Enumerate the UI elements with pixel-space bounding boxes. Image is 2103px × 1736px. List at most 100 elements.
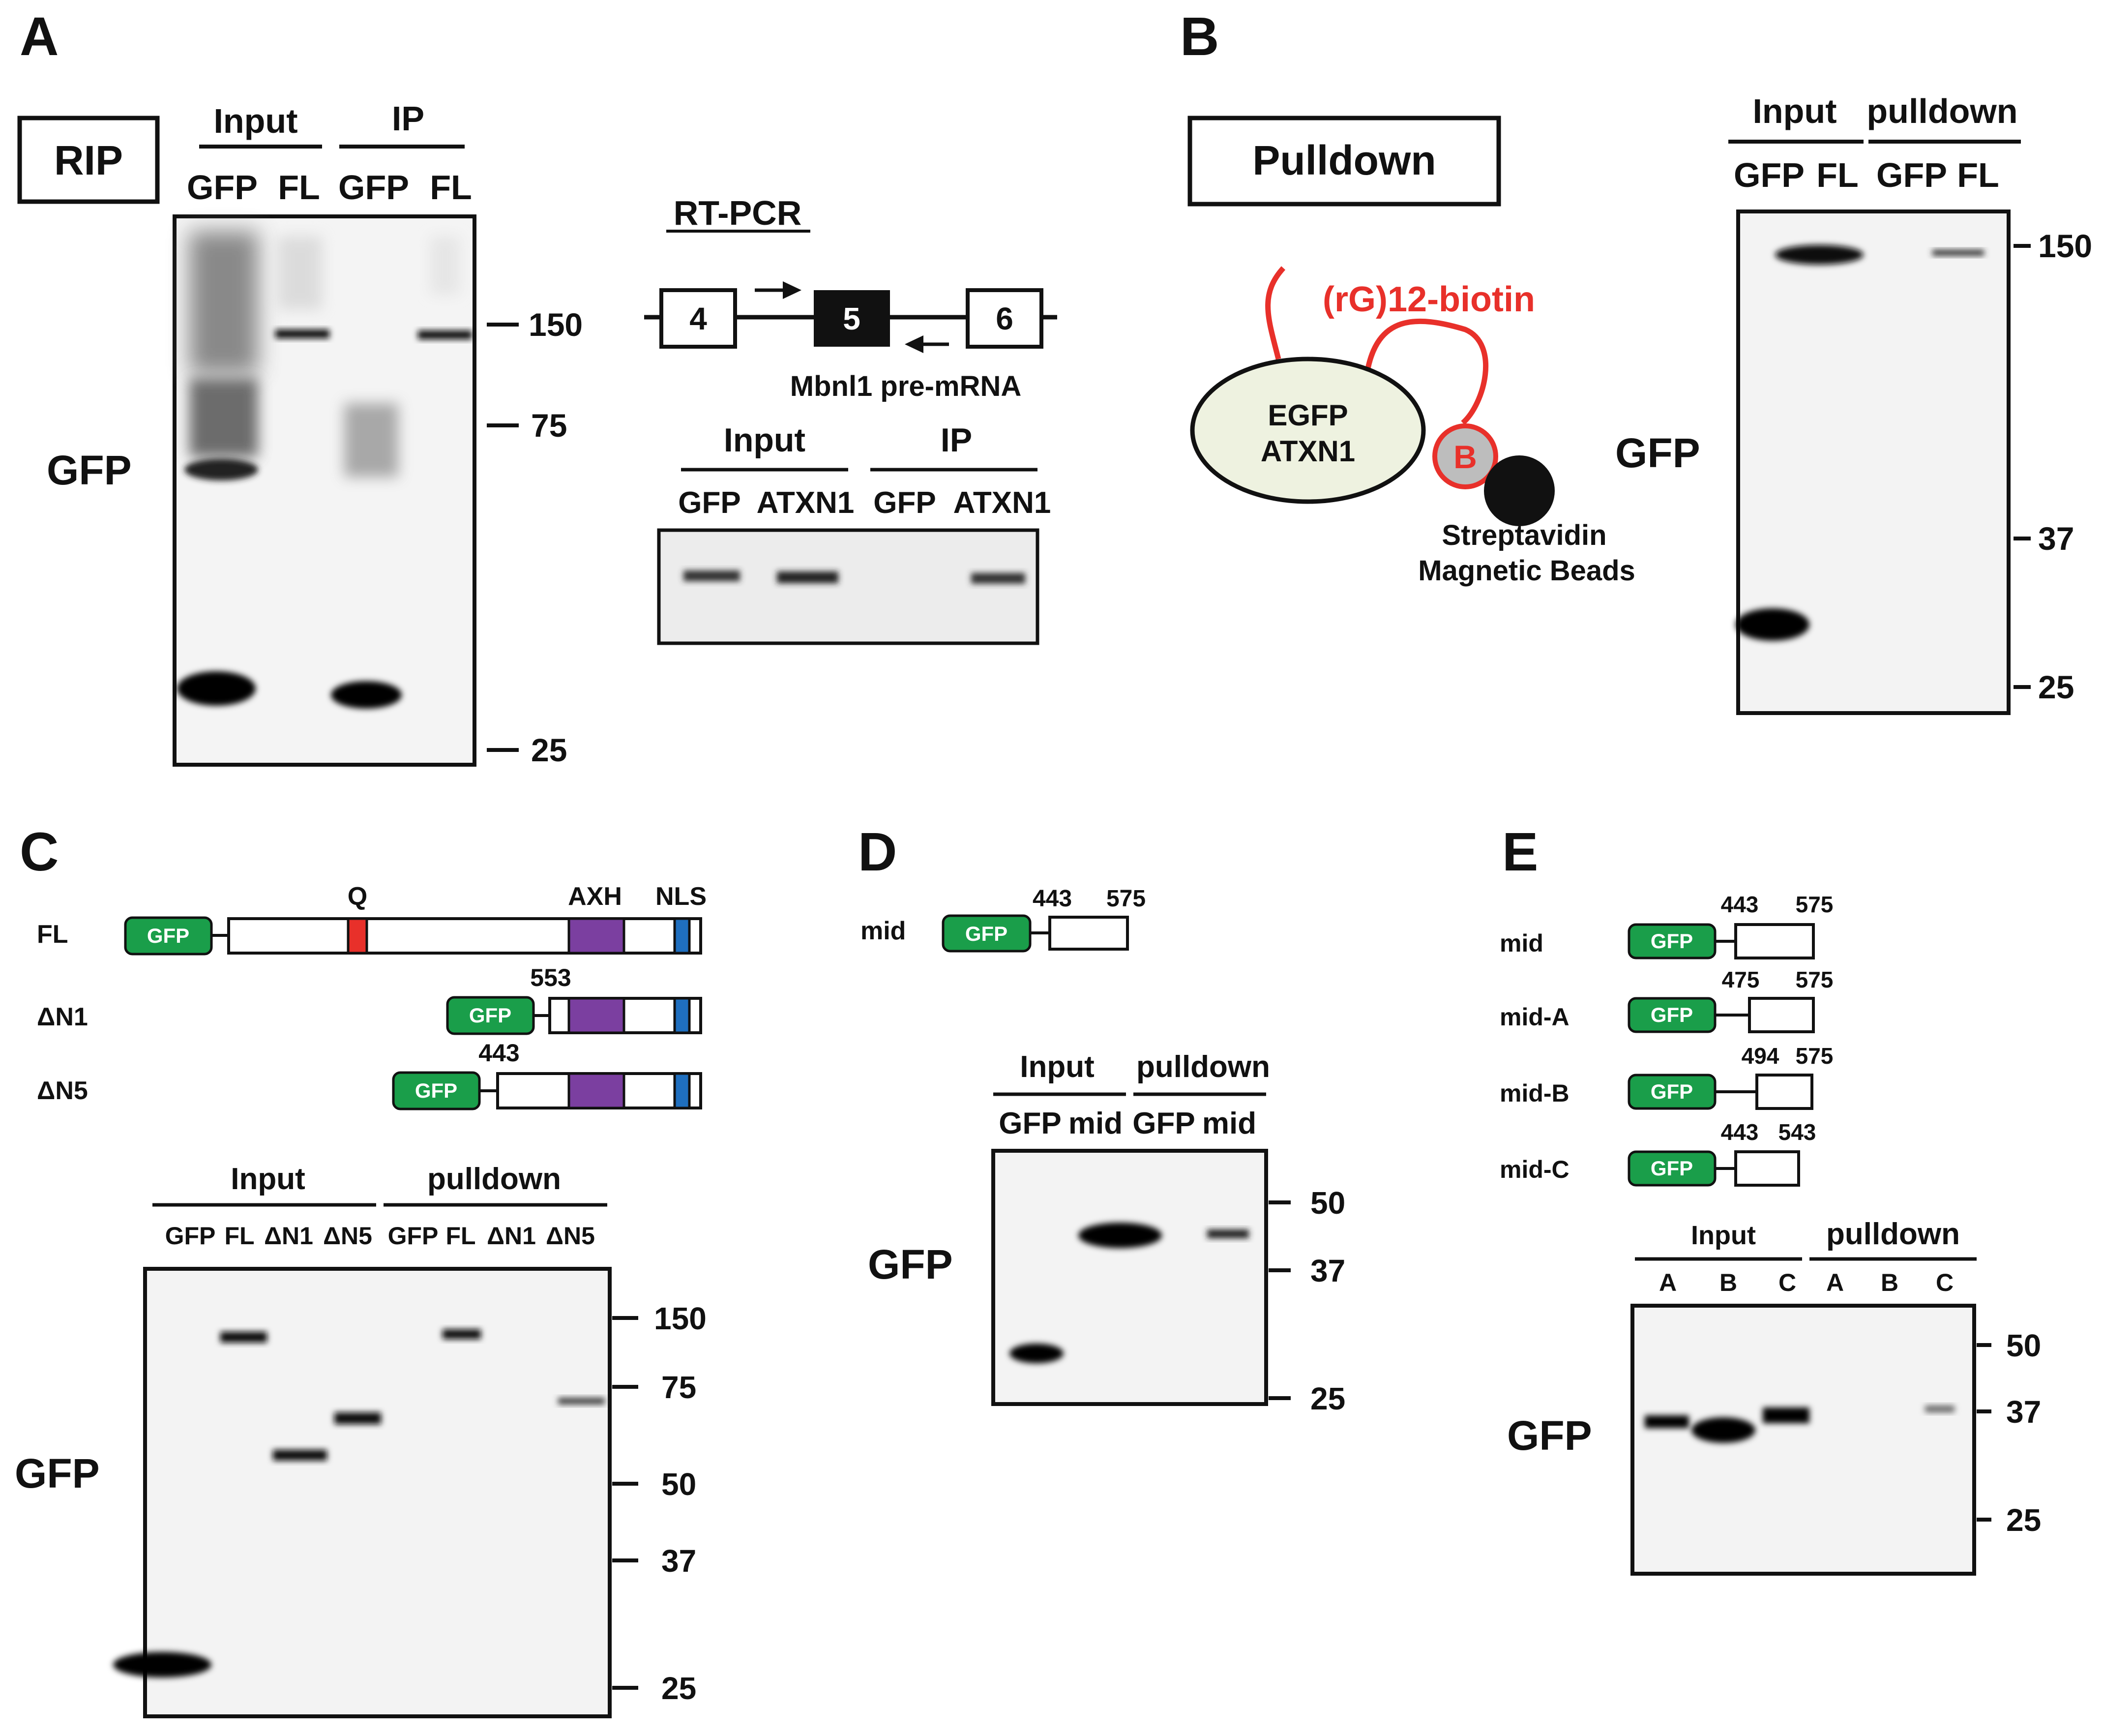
- rtpcr-lane-label: GFP: [678, 486, 740, 520]
- domain-label-q: Q: [348, 882, 367, 911]
- protein-label: ATXN1: [1261, 435, 1355, 468]
- rtpcr-lane-label: ATXN1: [757, 486, 855, 520]
- b-lane-label: FL: [1957, 156, 1999, 194]
- gfp-tag-label: GFP: [1651, 1157, 1693, 1180]
- gfp-tag-icon: [124, 916, 213, 956]
- construct-end: 543: [1778, 1119, 1816, 1145]
- panel-e-letter: E: [1502, 822, 1538, 882]
- rtpcr-gel: [657, 528, 1039, 645]
- c-marker-label: 50: [661, 1467, 696, 1502]
- construct-start: 443: [478, 1039, 519, 1067]
- construct-dn5: [479, 1072, 702, 1109]
- e-marker-label: 25: [2006, 1502, 2041, 1538]
- gfp-tag-icon: [942, 914, 1032, 953]
- e-lane-label: A: [1826, 1269, 1844, 1296]
- e-lane-label: C: [1778, 1269, 1796, 1296]
- construct-fl: [211, 917, 702, 955]
- c-marker-label: 25: [661, 1671, 696, 1706]
- e-group-pulldown: pulldown: [1826, 1217, 1960, 1251]
- rtpcr-group-input: Input: [724, 421, 805, 459]
- rip-box-label: RIP: [54, 137, 123, 183]
- gfp-tag-icon: [392, 1071, 481, 1110]
- e-lane-label: A: [1659, 1269, 1677, 1296]
- panel-a-letter: A: [20, 6, 59, 67]
- d-blot: [991, 1149, 1268, 1406]
- construct-end: 575: [1796, 1043, 1834, 1069]
- d-lane-label: mid: [1202, 1107, 1256, 1140]
- a-lane-label: GFP: [338, 168, 409, 207]
- construct-name: mid-B: [1500, 1079, 1570, 1107]
- e-blot: [1630, 1304, 1976, 1576]
- d-lane-label: mid: [1068, 1107, 1123, 1140]
- b-lane-label: GFP: [1734, 156, 1805, 194]
- a-marker-label: 150: [529, 306, 583, 343]
- e-lane-label: B: [1719, 1269, 1737, 1296]
- construct-start: 443: [1033, 886, 1072, 912]
- beads-label: Magnetic Beads: [1418, 555, 1635, 587]
- a-group-ip: IP: [392, 99, 424, 138]
- biotin-label: B: [1453, 439, 1477, 475]
- panel-d-letter: D: [858, 822, 897, 882]
- construct-start: 443: [1721, 1119, 1759, 1145]
- d-lane-label: GFP: [1132, 1107, 1195, 1140]
- panel-b-letter: B: [1180, 6, 1219, 67]
- gfp-tag-label: GFP: [1651, 1080, 1693, 1103]
- construct-end: 575: [1796, 967, 1834, 992]
- b-marker-label: 37: [2038, 520, 2074, 557]
- panel-c-letter: C: [20, 822, 59, 882]
- exon-4-label: 4: [689, 301, 707, 336]
- construct-end: 575: [1106, 886, 1146, 912]
- rip-box: [17, 116, 160, 204]
- b-lane-label: FL: [1816, 156, 1859, 194]
- construct-name: mid-C: [1500, 1156, 1570, 1183]
- construct-name: ΔN5: [37, 1077, 88, 1105]
- beads-label: Streptavidin: [1442, 519, 1606, 551]
- construct-dn1: [533, 997, 702, 1034]
- gfp-tag-label: GFP: [965, 922, 1007, 945]
- construct-e-mid-b: [1715, 1074, 1813, 1110]
- gfp-tag-label: GFP: [1651, 1003, 1693, 1026]
- gfp-tag-label: GFP: [147, 924, 189, 947]
- gfp-tag-label: GFP: [1651, 929, 1693, 953]
- c-lane-label: FL: [224, 1222, 254, 1250]
- construct-e-mid-a: [1715, 997, 1815, 1033]
- d-marker-label: 50: [1310, 1185, 1345, 1221]
- b-lane-label: GFP: [1876, 156, 1947, 194]
- construct-start: 553: [530, 964, 571, 991]
- c-lane-label: ΔN5: [323, 1222, 372, 1250]
- pulldown-box-label: Pulldown: [1252, 137, 1436, 183]
- c-marker-label: 37: [661, 1543, 696, 1579]
- b-blot-label: GFP: [1615, 430, 1700, 476]
- d-blot-label: GFP: [868, 1241, 953, 1287]
- b-blot: [1736, 210, 2011, 715]
- a-blot-label: GFP: [47, 447, 132, 493]
- a-group-input: Input: [213, 102, 297, 140]
- e-marker-label: 37: [2006, 1394, 2041, 1430]
- b-group-pulldown: pulldown: [1866, 92, 2017, 130]
- construct-name: mid: [1500, 929, 1543, 957]
- domain-label-axh: AXH: [568, 882, 622, 911]
- a-lane-label: FL: [278, 168, 320, 207]
- a-lane-label: FL: [430, 168, 472, 207]
- construct-start: 475: [1722, 967, 1760, 992]
- c-group-pulldown: pulldown: [427, 1162, 561, 1196]
- e-group-input: Input: [1691, 1221, 1756, 1250]
- e-marker-label: 50: [2006, 1328, 2041, 1363]
- construct-e-mid: [1715, 923, 1815, 959]
- c-lane-label: GFP: [165, 1222, 216, 1250]
- a-marker-label: 25: [531, 732, 567, 768]
- c-lane-label: GFP: [388, 1222, 439, 1250]
- construct-start: 494: [1742, 1043, 1779, 1069]
- mbnl1-gene-diagram: [644, 281, 1057, 353]
- d-marker-label: 25: [1310, 1381, 1345, 1416]
- construct-start: 443: [1721, 892, 1759, 917]
- exon-6-label: 6: [996, 301, 1013, 336]
- exon-5-label: 5: [843, 301, 860, 336]
- b-marker-label: 150: [2038, 228, 2092, 264]
- c-lane-label: FL: [445, 1222, 475, 1250]
- c-blot: [113, 1267, 612, 1718]
- domain-label-nls: NLS: [655, 882, 707, 911]
- construct-name: mid-A: [1500, 1003, 1570, 1031]
- e-lane-label: B: [1881, 1269, 1898, 1296]
- protein-label: EGFP: [1268, 399, 1348, 432]
